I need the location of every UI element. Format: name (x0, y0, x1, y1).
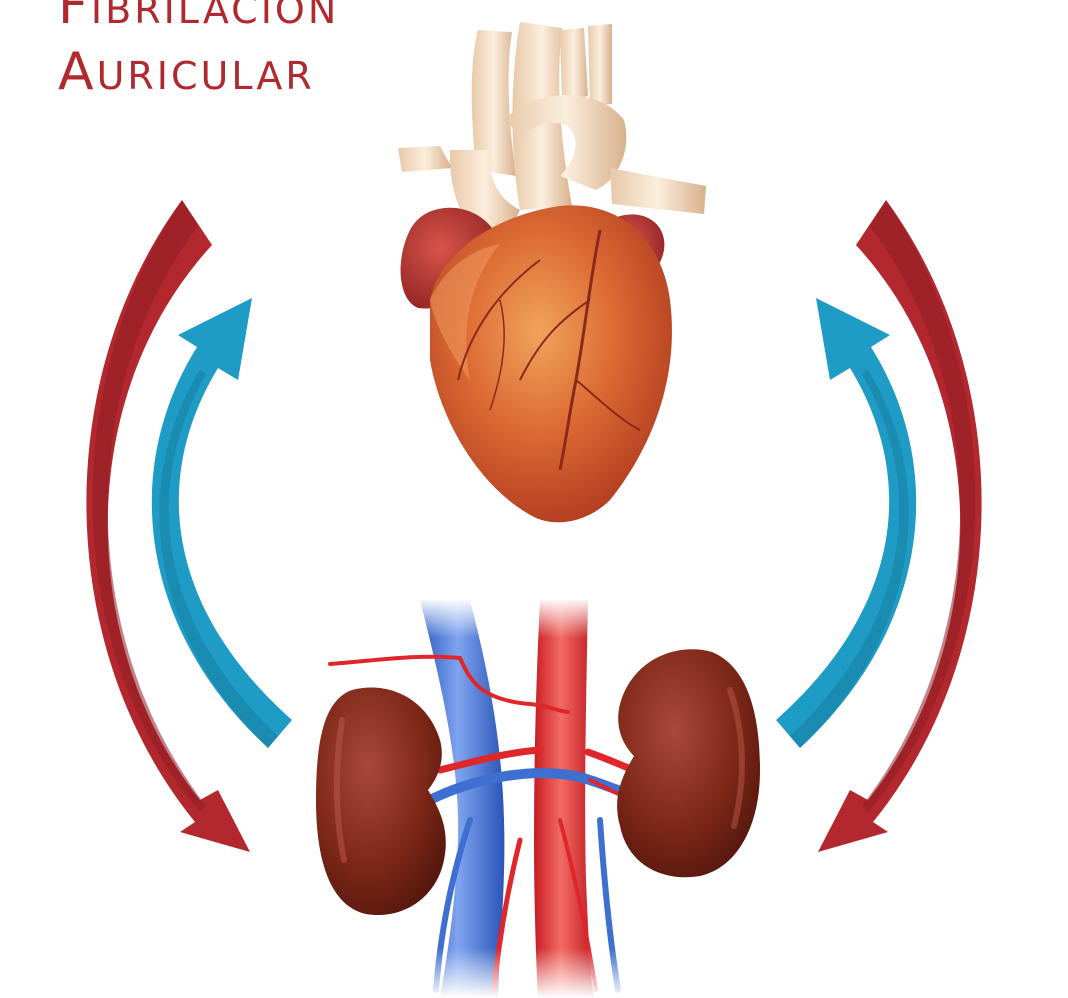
inner-right-blue-arrow (776, 298, 916, 748)
heart-illustration (398, 22, 706, 522)
kidneys-illustration (316, 598, 760, 998)
inner-left-blue-arrow (152, 298, 292, 748)
